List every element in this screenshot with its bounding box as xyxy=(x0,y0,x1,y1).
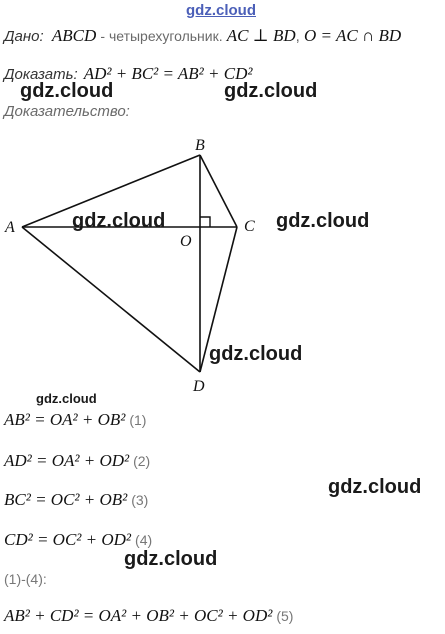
equation-text: BC² = OC² + OB² xyxy=(4,490,128,509)
equation-number: (1) xyxy=(129,412,147,428)
vertex-b-label: B xyxy=(195,137,205,154)
vertex-o-label: O xyxy=(180,233,192,250)
given-text: - четырехугольник. xyxy=(100,28,223,44)
quadrilateral-figure: A B C D O xyxy=(4,137,255,395)
side-ab xyxy=(21,154,201,228)
side-ad xyxy=(21,226,201,373)
watermark: gdz.cloud xyxy=(276,210,370,232)
given-line: Дано: ABCD - четырехугольник. AC ⊥ BD, O… xyxy=(4,26,401,46)
watermark: gdz.cloud xyxy=(72,210,166,232)
equation-1: AB² = OA² + OB² (1) xyxy=(4,410,146,430)
equation-number: (3) xyxy=(131,492,149,508)
given-perp: AC ⊥ BD xyxy=(226,26,296,45)
watermark: gdz.cloud xyxy=(209,343,303,365)
given-label: Дано: xyxy=(4,28,44,45)
equation-4: CD² = OC² + OD² (4) xyxy=(4,530,152,550)
given-sep: , xyxy=(295,28,300,45)
watermark-top: gdz.cloud xyxy=(186,2,256,19)
given-intersection: O = AC ∩ BD xyxy=(304,26,402,45)
equation-2: AD² = OA² + OD² (2) xyxy=(4,451,150,471)
side-bc xyxy=(199,154,238,228)
watermark: gdz.cloud xyxy=(20,80,114,102)
prove-label: Доказать: xyxy=(4,66,78,83)
equation-number: (4) xyxy=(135,532,153,548)
range-note: (1)-(4): xyxy=(4,571,47,587)
equation-number: (2) xyxy=(133,453,151,469)
watermark: gdz.cloud xyxy=(224,80,318,102)
watermark: gdz.cloud xyxy=(328,476,422,498)
equation-3: BC² = OC² + OB² (3) xyxy=(4,490,148,510)
watermark: gdz.cloud xyxy=(124,548,218,570)
figure-lines xyxy=(21,154,238,373)
vertex-c-label: C xyxy=(244,218,255,235)
side-cd xyxy=(199,226,238,373)
final-equation: AB² + CD² = OA² + OB² + OC² + OD² (5) xyxy=(4,606,293,626)
watermark: gdz.cloud xyxy=(36,391,97,406)
final-equation-number: (5) xyxy=(276,608,294,624)
vertex-d-label: D xyxy=(192,378,205,395)
prove-line: Доказать: AD² + BC² = AB² + CD² xyxy=(4,64,252,84)
given-quad: ABCD xyxy=(51,26,97,45)
equation-text: AB² = OA² + OB² xyxy=(4,410,126,429)
right-angle-mark xyxy=(200,216,211,227)
final-equation-text: AB² + CD² = OA² + OB² + OC² + OD² xyxy=(4,606,273,625)
proof-label: Доказательство: xyxy=(4,103,130,120)
equation-text: CD² = OC² + OD² xyxy=(4,530,132,549)
prove-formula: AD² + BC² = AB² + CD² xyxy=(83,64,253,83)
equation-text: AD² = OA² + OD² xyxy=(4,451,130,470)
vertex-a-label: A xyxy=(4,219,15,236)
